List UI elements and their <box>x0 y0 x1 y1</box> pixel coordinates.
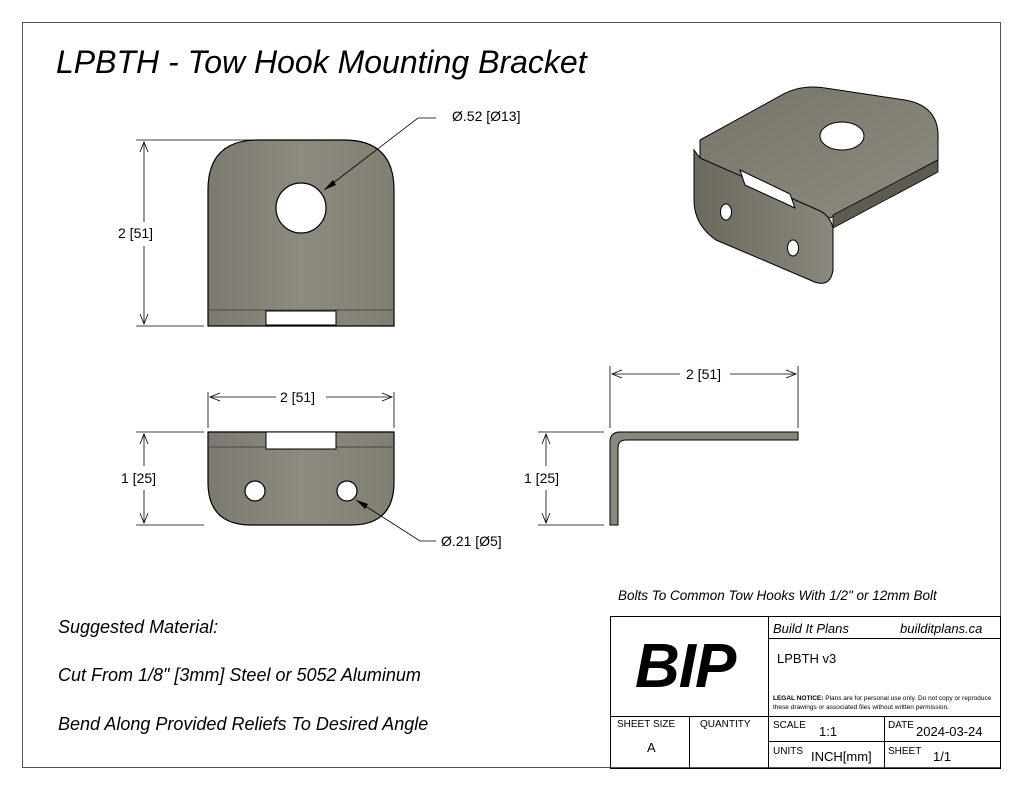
sheet-label: SHEET <box>888 746 922 757</box>
sheet-size-label: SHEET SIZE <box>617 719 676 730</box>
title-block-company-cell: Build It Plans builditplans.ca <box>769 617 1000 639</box>
units-cell: UNITS INCH[mm] <box>769 742 885 768</box>
front-view-plate <box>207 431 395 526</box>
front-view-bend-relief <box>265 431 337 450</box>
iso-flange-hole-right <box>787 239 799 257</box>
dim-side-height-label: 1 [25] <box>524 470 560 486</box>
dim-top-height-label: 2 [51] <box>118 225 154 241</box>
company-website: builditplans.ca <box>900 621 983 636</box>
title-block-part-cell: LPBTH v3 LEGAL NOTICE: Plans are for per… <box>769 639 1000 717</box>
iso-flange-hole-left <box>720 203 732 221</box>
date-label: DATE <box>888 720 914 731</box>
top-view-dimensions <box>136 117 436 327</box>
bip-logo: BIP <box>635 632 736 701</box>
legal-notice: LEGAL NOTICE: Plans are for personal use… <box>773 694 997 712</box>
part-number: LPBTH v3 <box>777 651 837 666</box>
iso-large-hole <box>819 121 865 151</box>
note-material: Cut From 1/8" [3mm] Steel or 5052 Alumin… <box>58 665 421 685</box>
top-view-large-hole <box>275 182 327 234</box>
note-material-heading: Suggested Material: <box>58 617 219 637</box>
sheet-value: 1/1 <box>933 749 952 764</box>
top-view <box>207 139 395 327</box>
side-view-profile <box>609 431 799 526</box>
title-block: BIP Build It Plans builditplans.ca LPBTH… <box>610 616 1001 769</box>
note-bend: Bend Along Provided Reliefs To Desired A… <box>58 714 429 734</box>
legal-notice-text: Plans are for personal use only. Do not … <box>773 695 992 711</box>
scale-label: SCALE <box>773 720 806 731</box>
company-name: Build It Plans <box>773 621 849 636</box>
title-block-logo-cell: BIP <box>611 617 769 717</box>
legal-notice-label: LEGAL NOTICE: <box>773 695 824 702</box>
front-view-dimensions <box>136 392 436 542</box>
scale-value: 1:1 <box>819 724 838 739</box>
units-label: UNITS <box>773 746 803 757</box>
side-view <box>609 431 799 526</box>
drawing-sheet-border <box>22 22 1001 768</box>
sheet-size-value: A <box>647 740 656 755</box>
isometric-view <box>693 86 939 284</box>
side-view-dimensions <box>538 366 799 526</box>
dim-large-hole-label: Ø.52 [Ø13] <box>452 108 521 124</box>
top-view-bend-relief <box>265 310 337 326</box>
date-value: 2024-03-24 <box>916 724 983 739</box>
note-bolts: Bolts To Common Tow Hooks With 1/2" or 1… <box>618 588 937 603</box>
drawing-title: LPBTH - Tow Hook Mounting Bracket <box>56 44 587 80</box>
dim-front-height-label: 1 [25] <box>121 470 157 486</box>
quantity-label: QUANTITY <box>700 719 751 730</box>
units-value: INCH[mm] <box>811 749 872 764</box>
dim-front-width-label: 2 [51] <box>280 389 316 405</box>
dim-small-hole-label: Ø.21 [Ø5] <box>441 533 502 549</box>
sheet-cell: SHEET 1/1 <box>885 742 1000 768</box>
quantity-cell: QUANTITY <box>690 717 769 768</box>
scale-cell: SCALE 1:1 <box>769 717 885 742</box>
sheet-size-cell: SHEET SIZE A <box>611 717 690 768</box>
dim-side-width-label: 2 [51] <box>686 366 722 382</box>
front-view-right-hole <box>336 480 358 502</box>
front-view-left-hole <box>244 480 266 502</box>
front-view <box>207 431 395 526</box>
date-cell: DATE 2024-03-24 <box>885 717 1000 742</box>
iso-bend-relief <box>739 169 796 209</box>
iso-edge <box>832 159 939 229</box>
